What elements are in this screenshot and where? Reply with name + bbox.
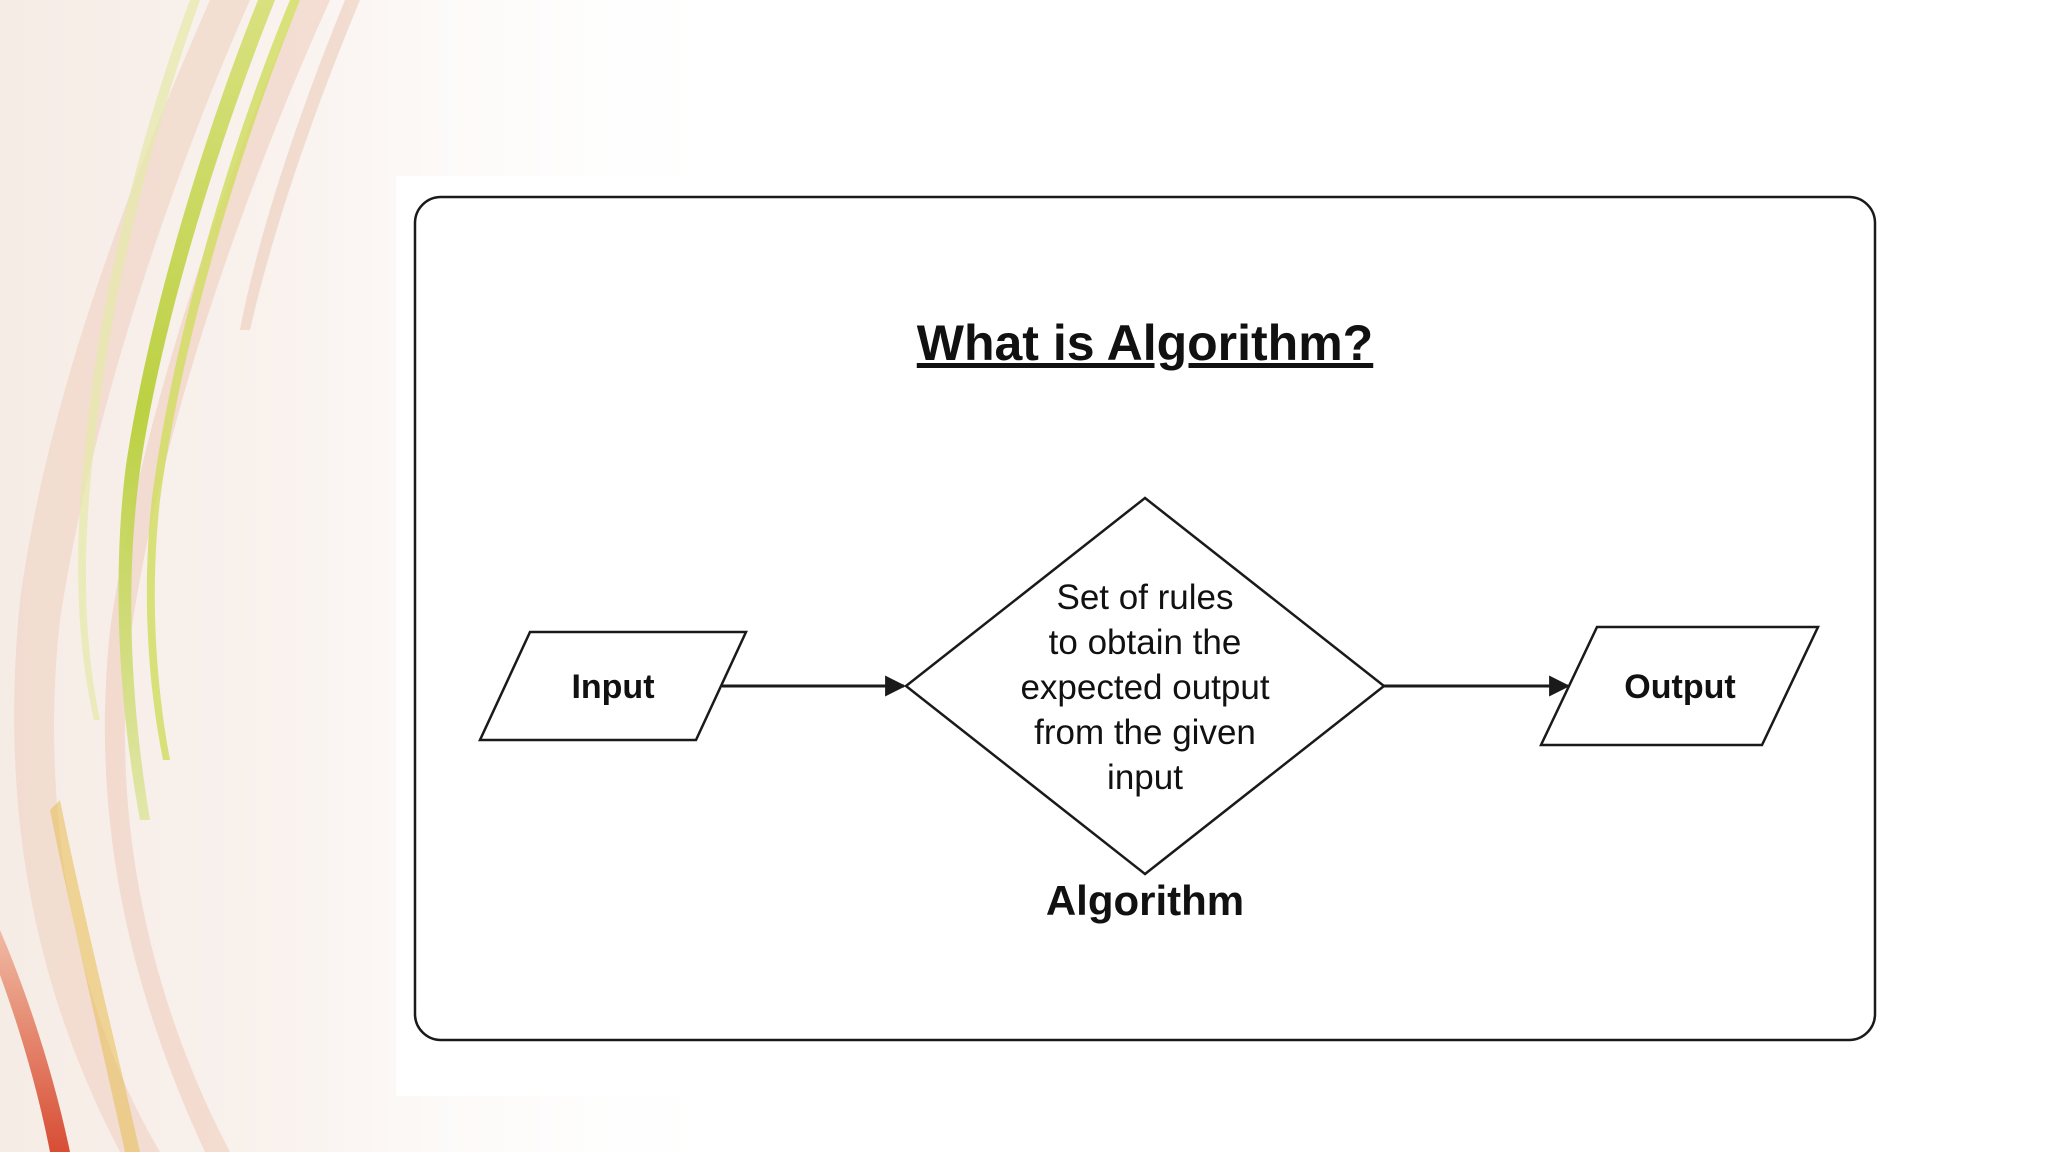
output-shape: Output	[1539, 625, 1820, 747]
rule-line-2: to obtain the	[1049, 623, 1242, 662]
algorithm-decision-shape: Set of rules to obtain the expected outp…	[903, 496, 1387, 876]
diagram-title: What is Algorithm?	[917, 315, 1373, 371]
rule-line-5: input	[1107, 758, 1183, 797]
rule-line-1: Set of rules	[1056, 578, 1233, 617]
rule-line-3: expected output	[1020, 668, 1269, 707]
algorithm-label: Algorithm	[1046, 877, 1244, 924]
input-shape: Input	[478, 630, 748, 742]
output-label: Output	[1624, 668, 1735, 706]
diagram-frame	[413, 195, 1877, 1042]
input-label: Input	[571, 668, 654, 706]
rule-line-4: from the given	[1034, 713, 1256, 752]
